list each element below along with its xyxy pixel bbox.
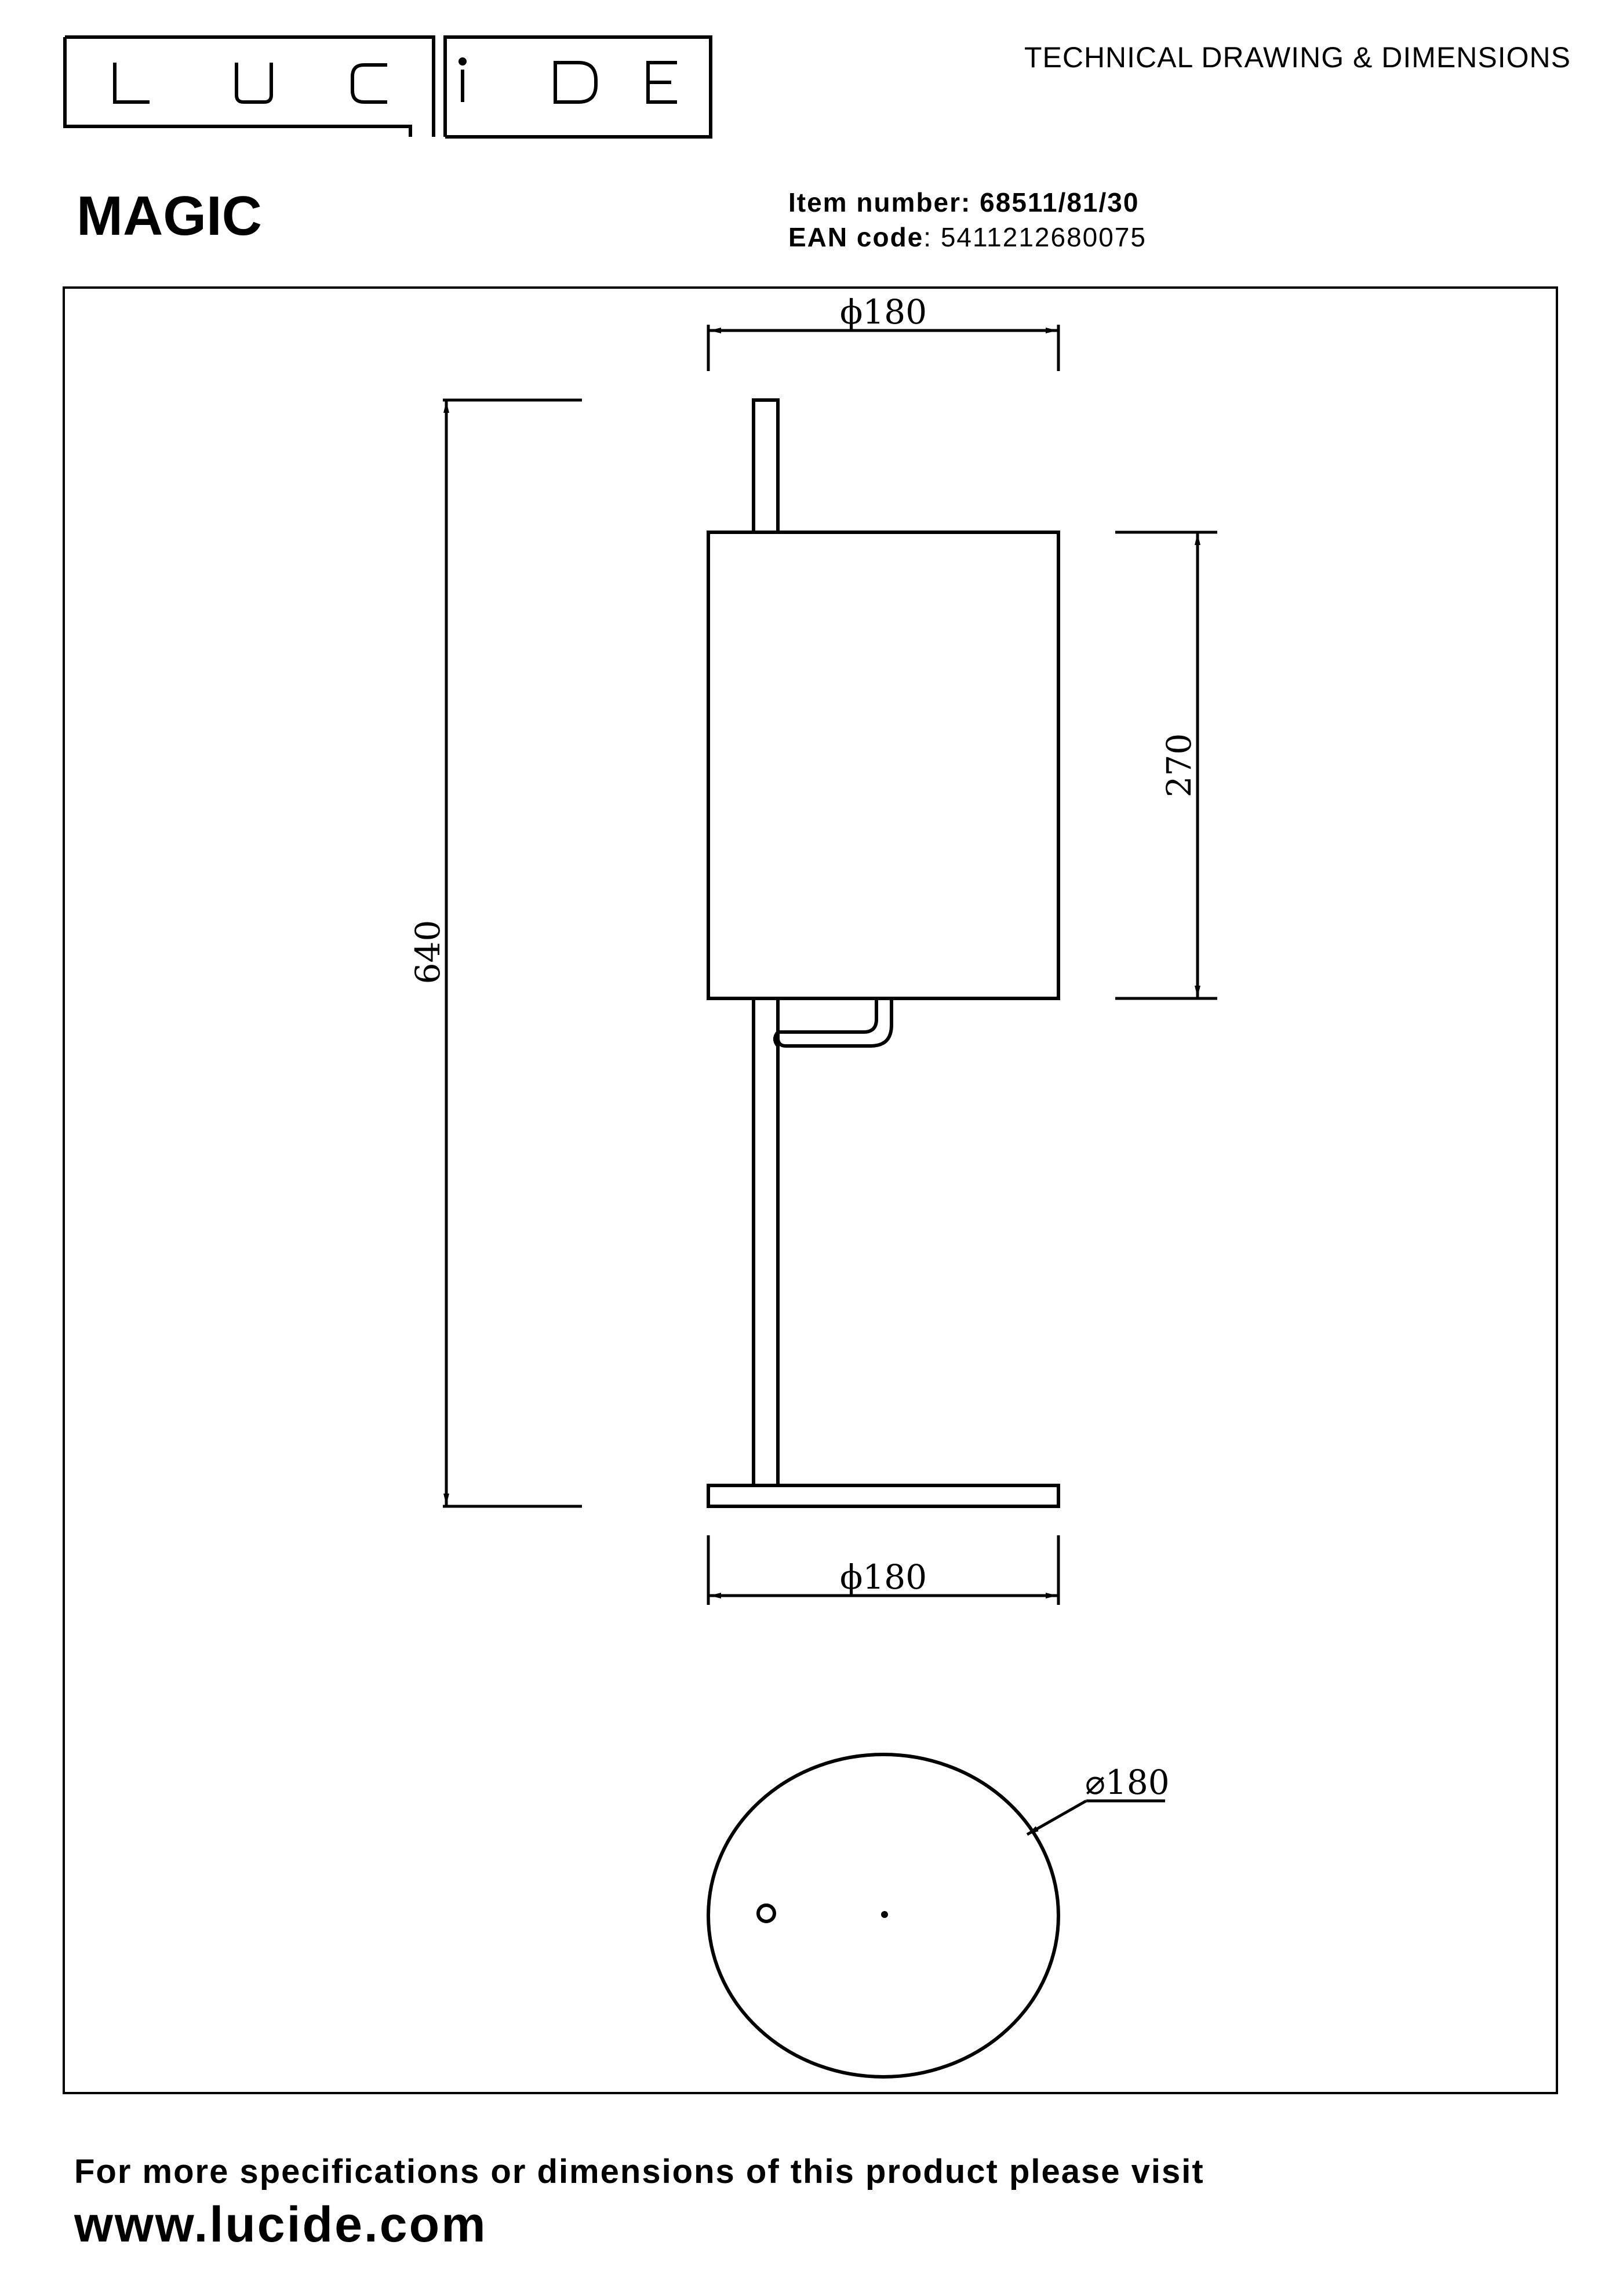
ean-code-line: EAN code: 5411212680075 xyxy=(788,221,1147,253)
top-view-base-circle xyxy=(707,1753,1060,2079)
item-number-value: 68511/81/30 xyxy=(980,187,1140,217)
footer-url[interactable]: www.lucide.com xyxy=(74,2197,487,2253)
lamp-switch-arm xyxy=(773,998,893,1048)
drawing-frame xyxy=(63,286,1558,2094)
lucide-logo xyxy=(63,35,712,139)
shade-diameter-label: ϕ180 xyxy=(840,292,927,332)
base-diameter-label: ϕ180 xyxy=(840,1557,927,1597)
shade-height-label: 270 xyxy=(1159,733,1199,798)
footer-text: For more specifications or dimensions of… xyxy=(74,2153,1204,2190)
top-view-diameter-label: ⌀180 xyxy=(1085,1763,1170,1802)
top-view-rod-hole xyxy=(756,1903,776,1923)
total-height-label: 640 xyxy=(408,920,447,984)
lamp-rod-top xyxy=(752,398,780,534)
top-view-center-point xyxy=(881,1911,888,1918)
ean-code-label: EAN code xyxy=(788,222,924,252)
ean-code-value: : 5411212680075 xyxy=(923,222,1147,252)
lamp-rod-bottom xyxy=(752,997,780,1487)
product-name: MAGIC xyxy=(77,185,262,247)
top-view-leader-line xyxy=(1026,1799,1087,1836)
lamp-base xyxy=(707,1484,1060,1508)
document-type: TECHNICAL DRAWING & DIMENSIONS xyxy=(1024,41,1571,74)
lamp-shade xyxy=(707,531,1060,1000)
item-number-label: Item number: xyxy=(788,187,971,217)
item-number-line: Item number: 68511/81/30 xyxy=(788,187,1139,218)
